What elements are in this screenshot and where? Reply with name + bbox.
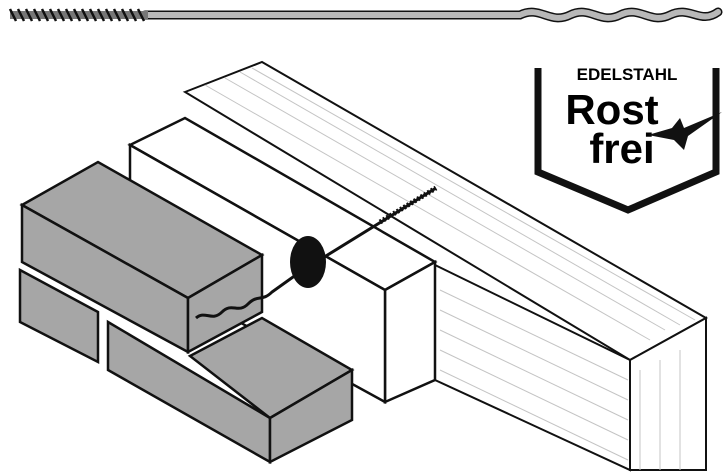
wall-tie-rod bbox=[8, 7, 723, 23]
brick-top bbox=[19, 160, 265, 355]
brick-lower-right bbox=[106, 316, 355, 465]
wood-beam bbox=[182, 60, 709, 472]
brick-lower-left bbox=[18, 267, 100, 365]
badge-line1: EDELSTAHL bbox=[577, 65, 678, 84]
badge-line2: Rost bbox=[565, 86, 658, 133]
anchor bbox=[195, 185, 438, 320]
insulation-washer bbox=[290, 236, 326, 288]
wood-grain bbox=[204, 67, 696, 470]
brick-wall bbox=[18, 160, 355, 465]
screw-thread bbox=[8, 8, 148, 22]
stainless-steel-badge: EDELSTAHL Rost frei bbox=[534, 65, 722, 214]
badge-line3: frei bbox=[589, 125, 654, 172]
spark-icon bbox=[648, 112, 722, 150]
